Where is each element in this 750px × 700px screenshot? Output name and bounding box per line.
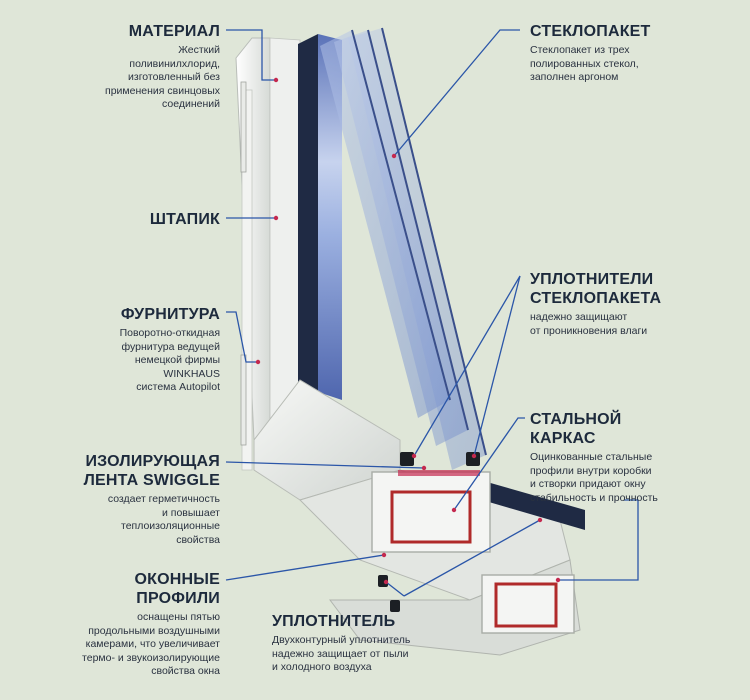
- label-steklopaket-desc: Стеклопакет из трех полированных стекол,…: [530, 44, 639, 83]
- label-furnitura-desc: Поворотно-откидная фурнитура ведущей нем…: [119, 327, 220, 393]
- profile-section: [371, 452, 575, 634]
- label-uplotniteli: УПЛОТНИТЕЛИ СТЕКЛОПАКЕТА надежно защищаю…: [530, 270, 700, 338]
- callout-lines: [225, 29, 639, 597]
- label-uplotnitel-desc: Двухконтурный уплотнитель надежно защища…: [272, 634, 411, 673]
- label-profili-title: ОКОННЫЕ ПРОФИЛИ: [134, 571, 220, 607]
- label-uplotniteli-desc: надежно защищают от проникновения влаги: [530, 311, 648, 337]
- label-profili-desc: оснащены пятью продольными воздушными ка…: [82, 611, 220, 677]
- label-swiggle-title: ИЗОЛИРУЮЩАЯ ЛЕНТА SWIGGLE: [83, 453, 220, 489]
- label-shtapik-title: ШТАПИК: [149, 211, 220, 228]
- label-karkas-title: СТАЛЬНОЙ КАРКАС: [530, 411, 622, 447]
- label-steklopaket-title: СТЕКЛОПАКЕТ: [530, 23, 651, 40]
- label-karkas-desc: Оцинкованные стальные профили внутри кор…: [530, 451, 658, 504]
- marker-dots: [255, 77, 561, 585]
- label-karkas: СТАЛЬНОЙ КАРКАС Оцинкованные стальные пр…: [530, 410, 700, 505]
- label-shtapik: ШТАПИК: [70, 210, 220, 229]
- label-uplotnitel-title: УПЛОТНИТЕЛЬ: [272, 613, 396, 630]
- label-profili: ОКОННЫЕ ПРОФИЛИ оснащены пятью продольны…: [55, 570, 220, 679]
- steel-reinforcement-sash: [390, 490, 472, 544]
- label-furnitura: ФУРНИТУРА Поворотно-откидная фурнитура в…: [70, 305, 220, 395]
- label-material-desc: Жесткий поливинилхлорид, изготовленный б…: [105, 44, 220, 110]
- label-swiggle-desc: создает герметичность и повышает теплоиз…: [107, 493, 220, 546]
- glass-unit-illustration: [318, 27, 487, 470]
- label-furnitura-title: ФУРНИТУРА: [120, 306, 220, 323]
- steel-reinforcement-frame: [494, 582, 558, 628]
- label-steklopaket: СТЕКЛОПАКЕТ Стеклопакет из трех полирова…: [530, 22, 700, 85]
- label-uplotnitel: УПЛОТНИТЕЛЬ Двухконтурный уплотнитель на…: [272, 612, 462, 675]
- label-material: МАТЕРИАЛ Жесткий поливинилхлорид, изгото…: [70, 22, 220, 112]
- label-material-title: МАТЕРИАЛ: [128, 23, 220, 40]
- sash-frame: [269, 34, 318, 422]
- label-uplotniteli-title: УПЛОТНИТЕЛИ СТЕКЛОПАКЕТА: [530, 271, 662, 307]
- window-frame: [235, 37, 271, 471]
- label-swiggle: ИЗОЛИРУЮЩАЯ ЛЕНТА SWIGGLE создает гермет…: [60, 452, 220, 547]
